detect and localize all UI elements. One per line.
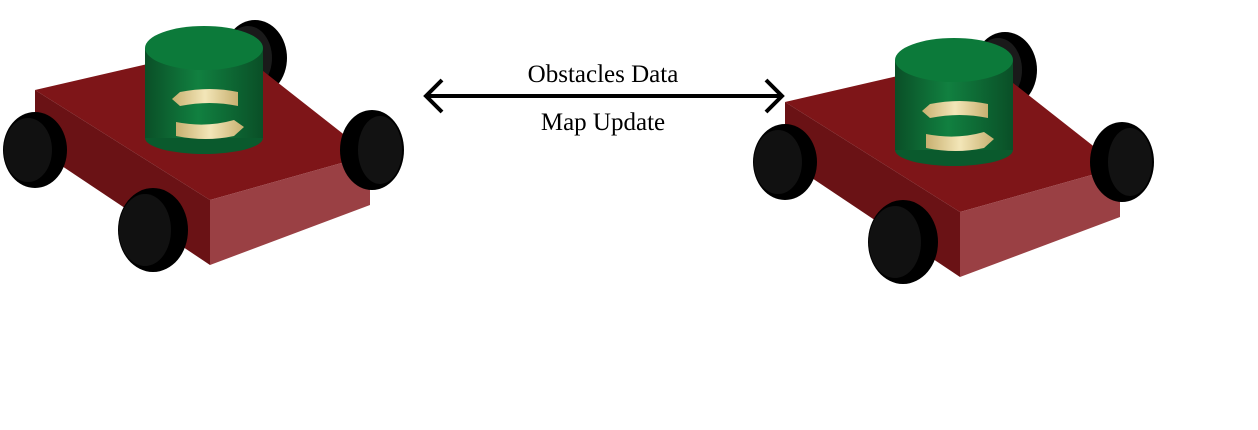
link-label-top: Obstacles Data [528,61,679,88]
arrow-head-right-icon [764,78,785,114]
arrow-head-left-icon [423,78,444,114]
mobile-robot-icon [3,20,404,272]
robot-left [3,20,404,272]
bidirectional-link-arrow [423,78,785,114]
robot-right [753,32,1154,284]
mobile-robot-icon [753,32,1154,284]
link-label-bottom: Map Update [541,109,665,136]
